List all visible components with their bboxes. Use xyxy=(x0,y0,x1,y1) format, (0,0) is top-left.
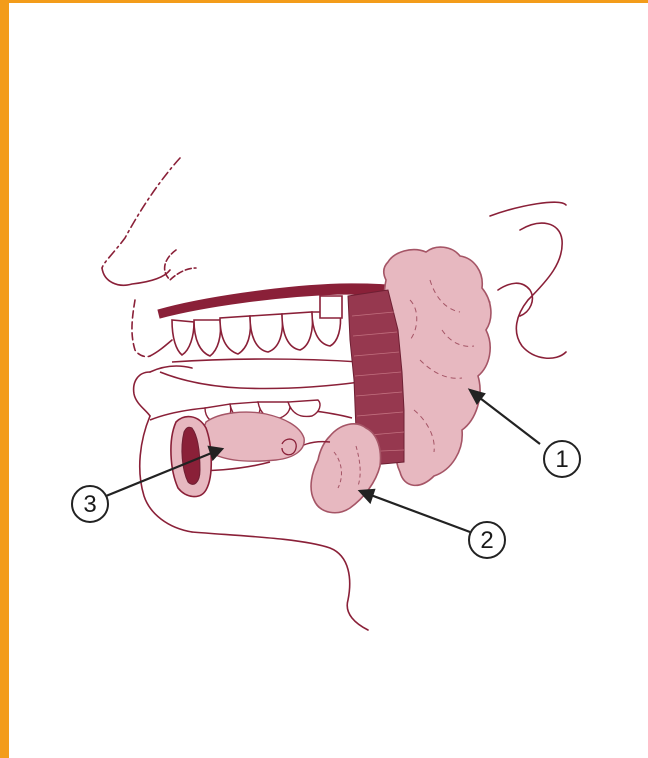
nose-bridge-line xyxy=(102,158,180,268)
upper-lip xyxy=(132,300,150,357)
leader-2 xyxy=(368,494,470,532)
callout-3-label: 3 xyxy=(83,491,96,518)
upper-lip-inner xyxy=(150,340,172,356)
ear-helix xyxy=(516,223,566,358)
nostril xyxy=(165,250,196,280)
face-profile-outline xyxy=(102,158,566,630)
callout-1-label: 1 xyxy=(555,446,568,473)
ear-inner xyxy=(498,283,532,316)
callout-2: 2 xyxy=(469,522,505,558)
nose-tip xyxy=(102,268,170,285)
ear-outer xyxy=(490,202,566,216)
callout-2-label: 2 xyxy=(480,527,493,554)
lower-lip xyxy=(134,372,150,416)
callout-3: 3 xyxy=(72,486,108,522)
callout-1: 1 xyxy=(544,441,580,477)
salivary-glands-diagram: 1 2 3 xyxy=(9,3,648,758)
neck-line xyxy=(192,532,368,630)
mouth-corner xyxy=(150,366,192,372)
leader-1 xyxy=(476,395,540,444)
